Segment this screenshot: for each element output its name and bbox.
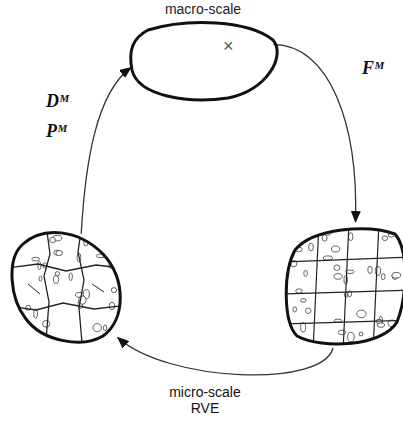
rve-cracked [8,224,126,346]
edge-label: micro-scale RVE [163,384,247,416]
outline-shape [283,222,403,348]
flow-arrow [274,45,356,222]
material-point-mark: × [223,37,234,55]
flow-arrow [118,338,333,375]
rve-deformed [283,222,403,348]
macro-domain: macro-scale× [128,20,278,102]
edge-label: Dᴹ Pᴹ [46,86,69,146]
edge-label: Fᴹ [362,58,384,79]
outline-shape [8,224,126,346]
outline-shape [128,20,278,102]
flow-arrow [81,68,131,234]
scale-heading: macro-scale [128,1,278,17]
